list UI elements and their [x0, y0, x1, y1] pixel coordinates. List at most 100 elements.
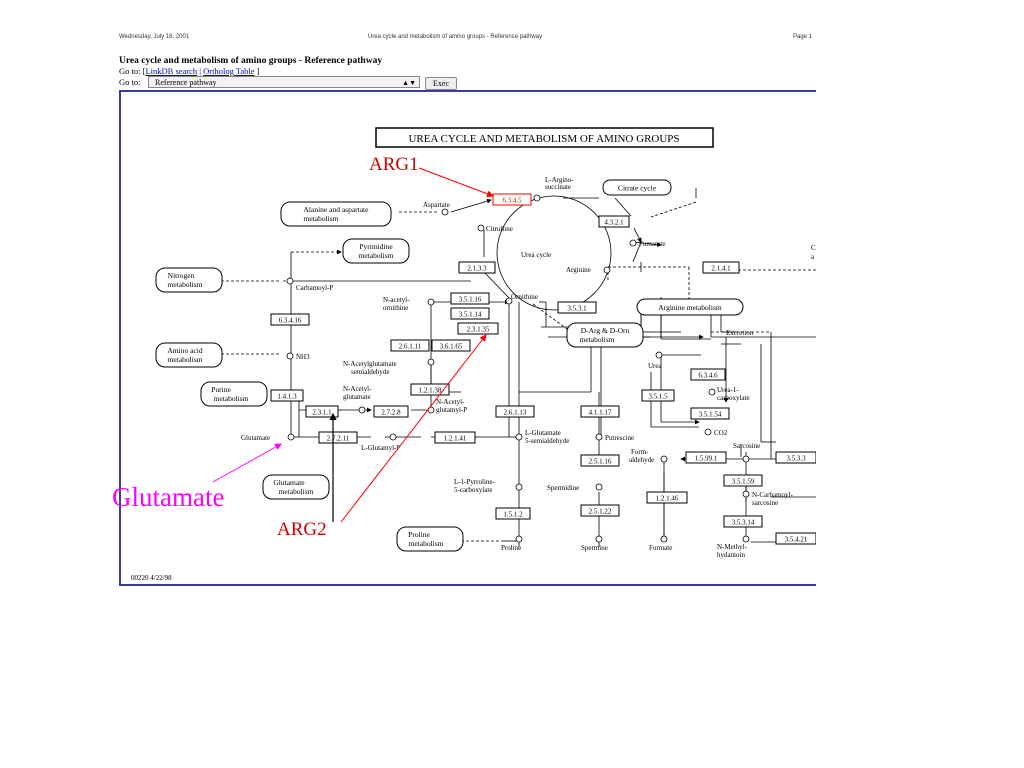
svg-text:3.5.1.59: 3.5.1.59	[732, 478, 755, 486]
pathway-select[interactable]: Reference pathway ▲▼	[148, 76, 420, 88]
enzyme-3-5-1-14[interactable]: 3.5.1.14	[450, 307, 490, 320]
svg-text:metabolism: metabolism	[580, 335, 615, 344]
svg-text:2.7.2.11: 2.7.2.11	[327, 435, 350, 443]
enzyme-2-3-1-35[interactable]: 2.3.1.35	[457, 322, 499, 335]
enzyme-4-3-2-1[interactable]: 4.3.2.1	[598, 215, 630, 228]
svg-text:6.3.4.16: 6.3.4.16	[279, 317, 302, 325]
svg-text:N-acetyl-: N-acetyl-	[383, 296, 410, 304]
enzyme-3-6-1-65[interactable]: 3.6.1.65	[431, 339, 471, 352]
svg-text:glutamyl-P: glutamyl-P	[436, 406, 467, 414]
svg-text:Purine: Purine	[211, 385, 231, 394]
svg-text:D-Arg & D-Orn: D-Arg & D-Orn	[581, 326, 630, 335]
svg-text:2.3.1.1: 2.3.1.1	[312, 409, 332, 417]
enzyme-6-3-4-5[interactable]: 6.3.4.5	[492, 193, 532, 206]
enzyme-2-6-1-11[interactable]: 2.6.1.11	[390, 339, 430, 352]
enzyme-1-2-1-46[interactable]: 1.2.1.46	[646, 491, 688, 504]
svg-text:NH3: NH3	[296, 353, 310, 361]
svg-text:Arginine metabolism: Arginine metabolism	[658, 303, 722, 312]
enzyme-1-5-99-1[interactable]: 1.5.99.1	[685, 451, 727, 464]
enzyme-4-1-1-17[interactable]: 4.1.1.17	[580, 405, 620, 418]
enzyme-1-2-1-41[interactable]: 1.2.1.41	[434, 431, 476, 444]
svg-text:metabolism: metabolism	[304, 214, 339, 223]
enzyme-3-5-3-3[interactable]: 3.5.3.3	[775, 451, 816, 464]
svg-text:aldehyde: aldehyde	[629, 456, 654, 464]
svg-text:Proline: Proline	[408, 530, 430, 539]
svg-text:3.5.1.16: 3.5.1.16	[459, 296, 482, 304]
svg-text:hydantoin: hydantoin	[717, 551, 745, 559]
enzyme-3-5-3-14[interactable]: 3.5.3.14	[723, 515, 763, 528]
enzyme-2-3-1-1[interactable]: 2.3.1.1	[305, 405, 339, 418]
svg-text:2.6.1.11: 2.6.1.11	[399, 343, 422, 351]
exec-button[interactable]: Exec	[425, 77, 457, 90]
enzyme-2-7-2-8[interactable]: 2.7.2.8	[373, 405, 409, 418]
svg-text:metabolism: metabolism	[409, 539, 444, 548]
svg-text:Citrulline: Citrulline	[486, 225, 513, 233]
enzyme-3-5-1-5[interactable]: 3.5.1.5	[641, 389, 675, 402]
enzyme-2-5-1-22[interactable]: 2.5.1.22	[580, 504, 620, 517]
svg-text:3.5.3.3: 3.5.3.3	[786, 455, 806, 463]
enzyme-2-6-1-13[interactable]: 2.6.1.13	[495, 405, 535, 418]
pathway-diagram: UREA CYCLE AND METABOLISM OF AMINO GROUP…	[131, 127, 816, 582]
enzyme-1-5-1-2[interactable]: 1.5.1.2	[495, 507, 531, 520]
linkdb-search-link[interactable]: LinkDB search	[145, 66, 198, 76]
ortholog-table-link[interactable]: Ortholog Table	[203, 66, 255, 76]
svg-text:N-Methyl-: N-Methyl-	[717, 543, 748, 551]
enzyme-3-5-4-21[interactable]: 3.5.4.21	[775, 532, 816, 545]
enzyme-3-5-1-59[interactable]: 3.5.1.59	[723, 474, 763, 487]
print-page-number: Page 1	[793, 34, 813, 40]
bracket-open: [	[142, 66, 146, 76]
svg-text:5-semialdehyde: 5-semialdehyde	[525, 437, 569, 445]
svg-text:Proline: Proline	[501, 544, 521, 552]
map-title-box	[375, 127, 714, 148]
page-title: Urea cycle and metabolism of amino group…	[119, 56, 383, 66]
svg-text:Urea-1-: Urea-1-	[717, 386, 739, 394]
svg-text:Excretion: Excretion	[726, 329, 754, 337]
enzyme-3-5-1-16[interactable]: 3.5.1.16	[450, 292, 490, 305]
enzyme-6-3-4-6[interactable]: 6.3.4.6	[690, 368, 726, 381]
svg-text:1.4.1.3: 1.4.1.3	[277, 393, 297, 401]
enzyme-2-5-1-16[interactable]: 2.5.1.16	[580, 454, 620, 467]
enzyme-1-2-1-38[interactable]: 1.2.1.38	[410, 383, 450, 396]
print-date: Wednesday, July 18, 2001	[119, 34, 190, 40]
svg-text:N-Carbamoyl-: N-Carbamoyl-	[752, 491, 793, 499]
svg-text:Arginine: Arginine	[566, 266, 591, 274]
svg-text:3.5.1.5: 3.5.1.5	[648, 393, 668, 401]
svg-text:ornithine: ornithine	[383, 304, 408, 312]
svg-text:3.5.1.54: 3.5.1.54	[699, 411, 722, 419]
enzyme-1-4-1-3[interactable]: 1.4.1.3	[270, 389, 304, 402]
pathway-citrate-cycle[interactable]: Citrate cycle	[602, 179, 672, 196]
goto-select-label: Go to:	[119, 77, 141, 87]
svg-text:metabolism: metabolism	[279, 487, 314, 496]
enzyme-2-7-2-11[interactable]: 2.7.2.11	[318, 431, 358, 444]
svg-text:3.5.3.1: 3.5.3.1	[567, 305, 587, 313]
svg-text:Glutamate: Glutamate	[273, 478, 305, 487]
svg-text:L-Glutamyl-P: L-Glutamyl-P	[361, 444, 400, 452]
glutamate-arrow	[212, 443, 282, 483]
svg-text:carboxylate: carboxylate	[717, 394, 750, 402]
compound-labels: L-Argino- succinate Aspartate Citrulline…	[241, 176, 816, 559]
svg-text:2.5.1.22: 2.5.1.22	[589, 508, 612, 516]
svg-text:Aspartate: Aspartate	[423, 201, 450, 209]
svg-text:Pyrimidine: Pyrimidine	[359, 242, 393, 251]
svg-text:4.1.1.17: 4.1.1.17	[589, 409, 612, 417]
enzyme-2-1-4-1[interactable]: 2.1.4.1	[702, 261, 740, 274]
arg1-arrow	[418, 167, 494, 198]
arg1-label: ARG1	[369, 154, 419, 175]
svg-text:Ornithine: Ornithine	[511, 293, 538, 301]
enzyme-3-5-3-1[interactable]: 3.5.3.1	[557, 301, 597, 314]
svg-text:L-Glutamate: L-Glutamate	[525, 429, 561, 437]
enzyme-3-5-1-54[interactable]: 3.5.1.54	[690, 407, 730, 420]
svg-text:2.7.2.8: 2.7.2.8	[381, 409, 401, 417]
enzyme-6-3-4-16[interactable]: 6.3.4.16	[270, 313, 310, 326]
pathway-arginine[interactable]: Arginine metabolism	[636, 298, 744, 316]
enzyme-2-1-3-3[interactable]: 2.1.3.3	[458, 261, 496, 274]
svg-text:2.6.1.13: 2.6.1.13	[504, 409, 527, 417]
